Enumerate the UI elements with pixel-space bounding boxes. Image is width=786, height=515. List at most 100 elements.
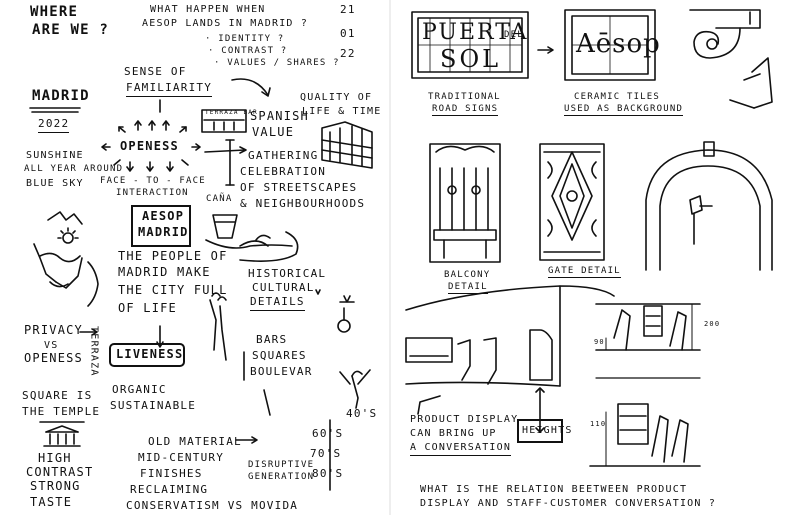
details-label: DETAILS [250, 295, 305, 311]
all-year-label: ALL YEAR AROUND [24, 164, 124, 174]
disruptive-label: DISRUPTIVE [248, 460, 315, 470]
decade-40s: 40's [346, 407, 378, 420]
sunshine-label: SUNSHINE [26, 150, 84, 161]
balcony-drawing [430, 144, 500, 262]
contrast-label: · CONTRAST ? [208, 46, 288, 56]
madrid-make-label: MADRID MAKE [118, 265, 211, 279]
strong-label: STRONG [30, 479, 81, 493]
bars-label: BARS [256, 333, 288, 346]
mountain-sketch [34, 212, 98, 306]
cultural-label: CULTURAL [252, 281, 315, 294]
interaction-label: INTERACTION [116, 188, 189, 198]
squares-label: SQUARES [252, 349, 307, 362]
arch-lamp-drawing [646, 142, 772, 270]
privacy-vs-label: VS [44, 340, 59, 351]
dim-90-label: 90 [594, 338, 605, 346]
header-question-line2: AESOP LANDS IN MADRID ? [142, 18, 309, 29]
balcony-label: BALCONY [444, 270, 491, 280]
terrace-sign-drawing [202, 110, 246, 132]
road-signs-label: ROAD SIGNS [432, 104, 499, 117]
aesop-box-label: AESOP [142, 209, 185, 223]
aesop-tile-sign [565, 10, 655, 80]
ornate-bracket [690, 10, 772, 108]
sense-of-label: SENSE OF [124, 65, 187, 78]
neighbourhoods-label: & NEIGHBOURHOODS [240, 197, 366, 210]
gathering-label: GATHERING [248, 149, 319, 162]
identity-label: · IDENTITY ? [205, 34, 285, 44]
year-label: 2022 [38, 117, 70, 133]
traditional-label: TRADITIONAL [428, 92, 501, 102]
blue-sky-label: BLUE SKY [26, 178, 84, 189]
contrast-taste-label: CONTRAST [26, 465, 94, 479]
dim-110-label: 110 [590, 420, 607, 428]
relation-question-line1: WHAT IS THE RELATION BEETWEEN PRODUCT [420, 484, 688, 495]
the-temple-label: THE TEMPLE [22, 405, 101, 418]
are-we-label: ARE WE ? [32, 22, 110, 38]
puerta-sign-del: DEL [504, 30, 524, 40]
puerta-sign-bottom: SOL [440, 45, 502, 73]
madrid-title: MADRID [32, 88, 90, 104]
puerta-del-sol-sign [412, 12, 528, 78]
openess-arrows [102, 121, 200, 171]
historical-label: HISTORICAL [248, 267, 327, 280]
can-bring-up-label: CAN BRING UP [410, 428, 497, 439]
value-label: VALUE [252, 125, 295, 139]
conservatism-label: CONSERVATISM VS MOVIDA [126, 499, 299, 512]
heights-box [518, 420, 562, 442]
city-full-label: THE CITY FULL [118, 283, 228, 297]
privacy-openess-label: OPENESS [24, 351, 83, 365]
openess-label: OPENESS [120, 139, 179, 153]
temple-icon [44, 426, 80, 446]
privacy-label: PRIVACY [24, 323, 83, 337]
heights-label: HEIGHTS [522, 425, 573, 436]
boulevar-label: BOULEVAR [250, 365, 313, 378]
aesop-madrid-box [132, 206, 190, 246]
decade-70s: 70's [310, 447, 342, 460]
taste-label: TASTE [30, 495, 73, 509]
face-to-face-label: FACE - TO - FACE [100, 176, 206, 186]
balcony-detail-label: DETAIL [448, 282, 488, 295]
values-label: · VALUES / SHARES ? [214, 58, 340, 68]
old-material-label: OLD MATERIAL [148, 435, 242, 448]
sustainable-label: SUSTAINABLE [110, 399, 197, 412]
reclaiming-label: RECLAIMING [130, 483, 209, 496]
building-sketch [322, 122, 372, 168]
date-month: 01 [340, 27, 356, 40]
spanish-label: SPANISH [250, 109, 309, 123]
of-life-label: OF LIFE [118, 301, 177, 315]
people-of-label: THE PEOPLE OF [118, 249, 228, 263]
a-conversation-label: A CONVERSATION [410, 442, 512, 456]
generation-label: GENERATION [248, 472, 315, 482]
liveness-box [110, 344, 184, 366]
gate-detail-label: GATE DETAIL [548, 266, 621, 279]
relation-question-line2: DISPLAY AND STAFF-CUSTOMER CONVERSATION … [420, 498, 717, 509]
streetscapes-label: OF STREETSCAPES [240, 181, 358, 194]
mid-century-label: MID-CENTURY [138, 451, 225, 464]
finishes-label: FINISHES [140, 467, 203, 480]
dancer-figure [340, 370, 370, 408]
elevation-diagrams [590, 304, 700, 466]
puerta-sign-top: PUERTA [422, 20, 529, 45]
liveness-label: LIVENESS [116, 347, 184, 361]
celebration-label: CELEBRATION [240, 165, 327, 178]
cana-glass-drawing [206, 215, 298, 261]
life-time-label: LIFE & TIME [302, 106, 382, 117]
aesop-tile-text: Aēsop [576, 29, 661, 59]
gate-drawing [540, 144, 604, 260]
ceramic-tiles-label: CERAMIC TILES [574, 92, 661, 102]
product-display-label: PRODUCT DISPLAY [410, 414, 519, 425]
high-label: HIGH [38, 451, 72, 465]
organic-label: ORGANIC [112, 383, 167, 396]
terraza-vertical-label: TERRAZA [88, 326, 100, 377]
madrid-box-label: MADRID [138, 225, 189, 239]
header-question: WHAT HAPPEN WHEN [150, 4, 266, 15]
dim-200-label: 200 [704, 320, 721, 328]
two-figures [210, 293, 226, 360]
where-label: WHERE [30, 4, 79, 20]
terrace-sign-text: TERRAZA BAR [205, 109, 258, 116]
decade-80s: 80's [312, 467, 344, 480]
header-arrow [232, 79, 268, 95]
store-interior-drawing [406, 286, 614, 432]
